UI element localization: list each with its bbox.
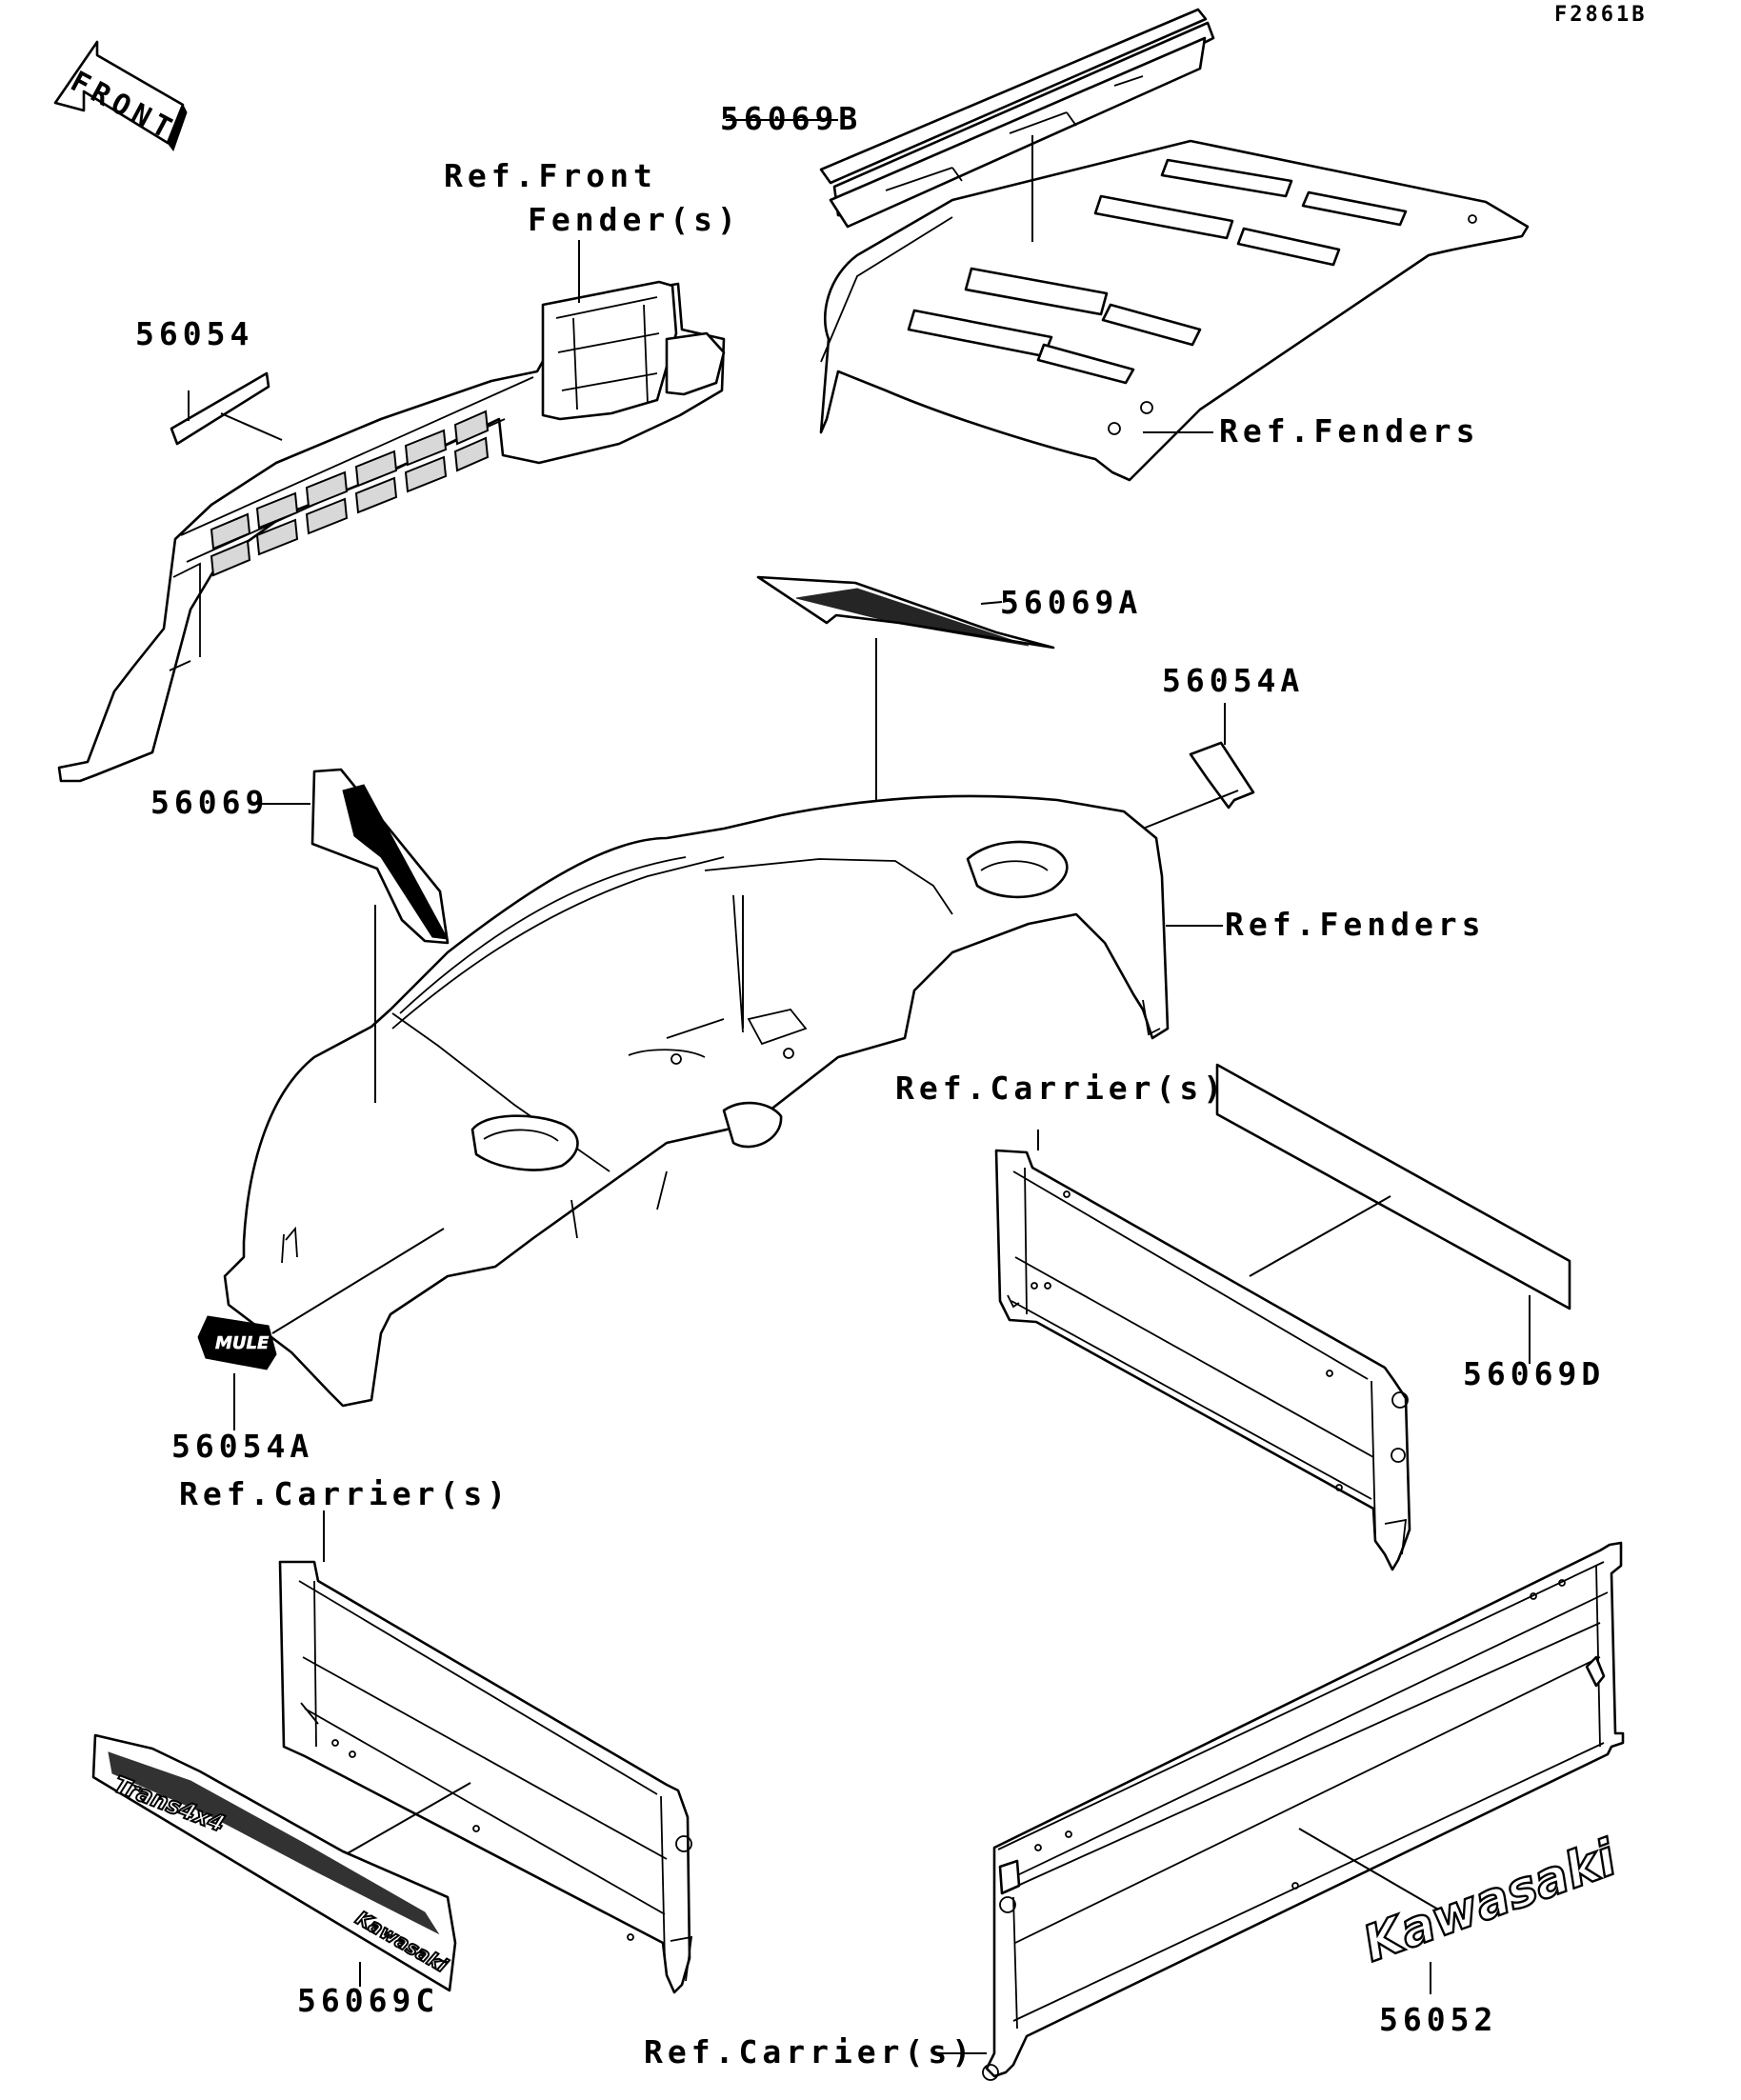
decal-56069A xyxy=(756,575,1055,650)
decal-56069D xyxy=(1215,1063,1571,1310)
label-56052: 56052 xyxy=(1379,2001,1497,2038)
decal-56054 xyxy=(170,371,270,446)
carrier-panel-right xyxy=(994,1149,1411,1571)
front-arrow-icon: FRONT xyxy=(53,40,188,152)
label-ref-carrier-bottom: Ref.Carrier(s) xyxy=(644,2033,975,2070)
label-ref-fenders-top: Ref.Fenders xyxy=(1219,412,1480,450)
label-56054: 56054 xyxy=(135,315,253,352)
label-ref-front-fender-2: Fender(s) xyxy=(528,201,741,238)
label-56069C: 56069C xyxy=(297,1982,439,2019)
svg-text:MULE: MULE xyxy=(215,1333,270,1353)
label-ref-carrier-mid: Ref.Carrier(s) xyxy=(895,1070,1227,1107)
rear-fender-top xyxy=(819,8,1530,482)
decal-56054A-mule: MULE xyxy=(197,1315,277,1370)
rear-body xyxy=(223,794,1170,1408)
label-56054A-top: 56054A xyxy=(1162,662,1304,699)
label-56069A: 56069A xyxy=(1000,584,1142,621)
vent-slots xyxy=(907,158,1408,385)
carrier-panel-left xyxy=(278,1560,693,1994)
label-56069D: 56069D xyxy=(1463,1355,1605,1392)
label-56054A-bottom: 56054A xyxy=(171,1428,313,1465)
carrier-panel-bottom xyxy=(982,1541,1625,2081)
label-ref-fenders-mid: Ref.Fenders xyxy=(1225,906,1486,943)
label-56069B: 56069B xyxy=(720,100,862,137)
grille-openings xyxy=(210,410,490,577)
figure-code: F2861B xyxy=(1554,3,1647,27)
label-ref-carrier-left: Ref.Carrier(s) xyxy=(179,1475,510,1512)
front-grille xyxy=(57,280,726,783)
decal-56069 xyxy=(310,768,450,945)
label-ref-front-fender-1: Ref.Front xyxy=(444,157,657,194)
label-56069: 56069 xyxy=(150,784,269,821)
